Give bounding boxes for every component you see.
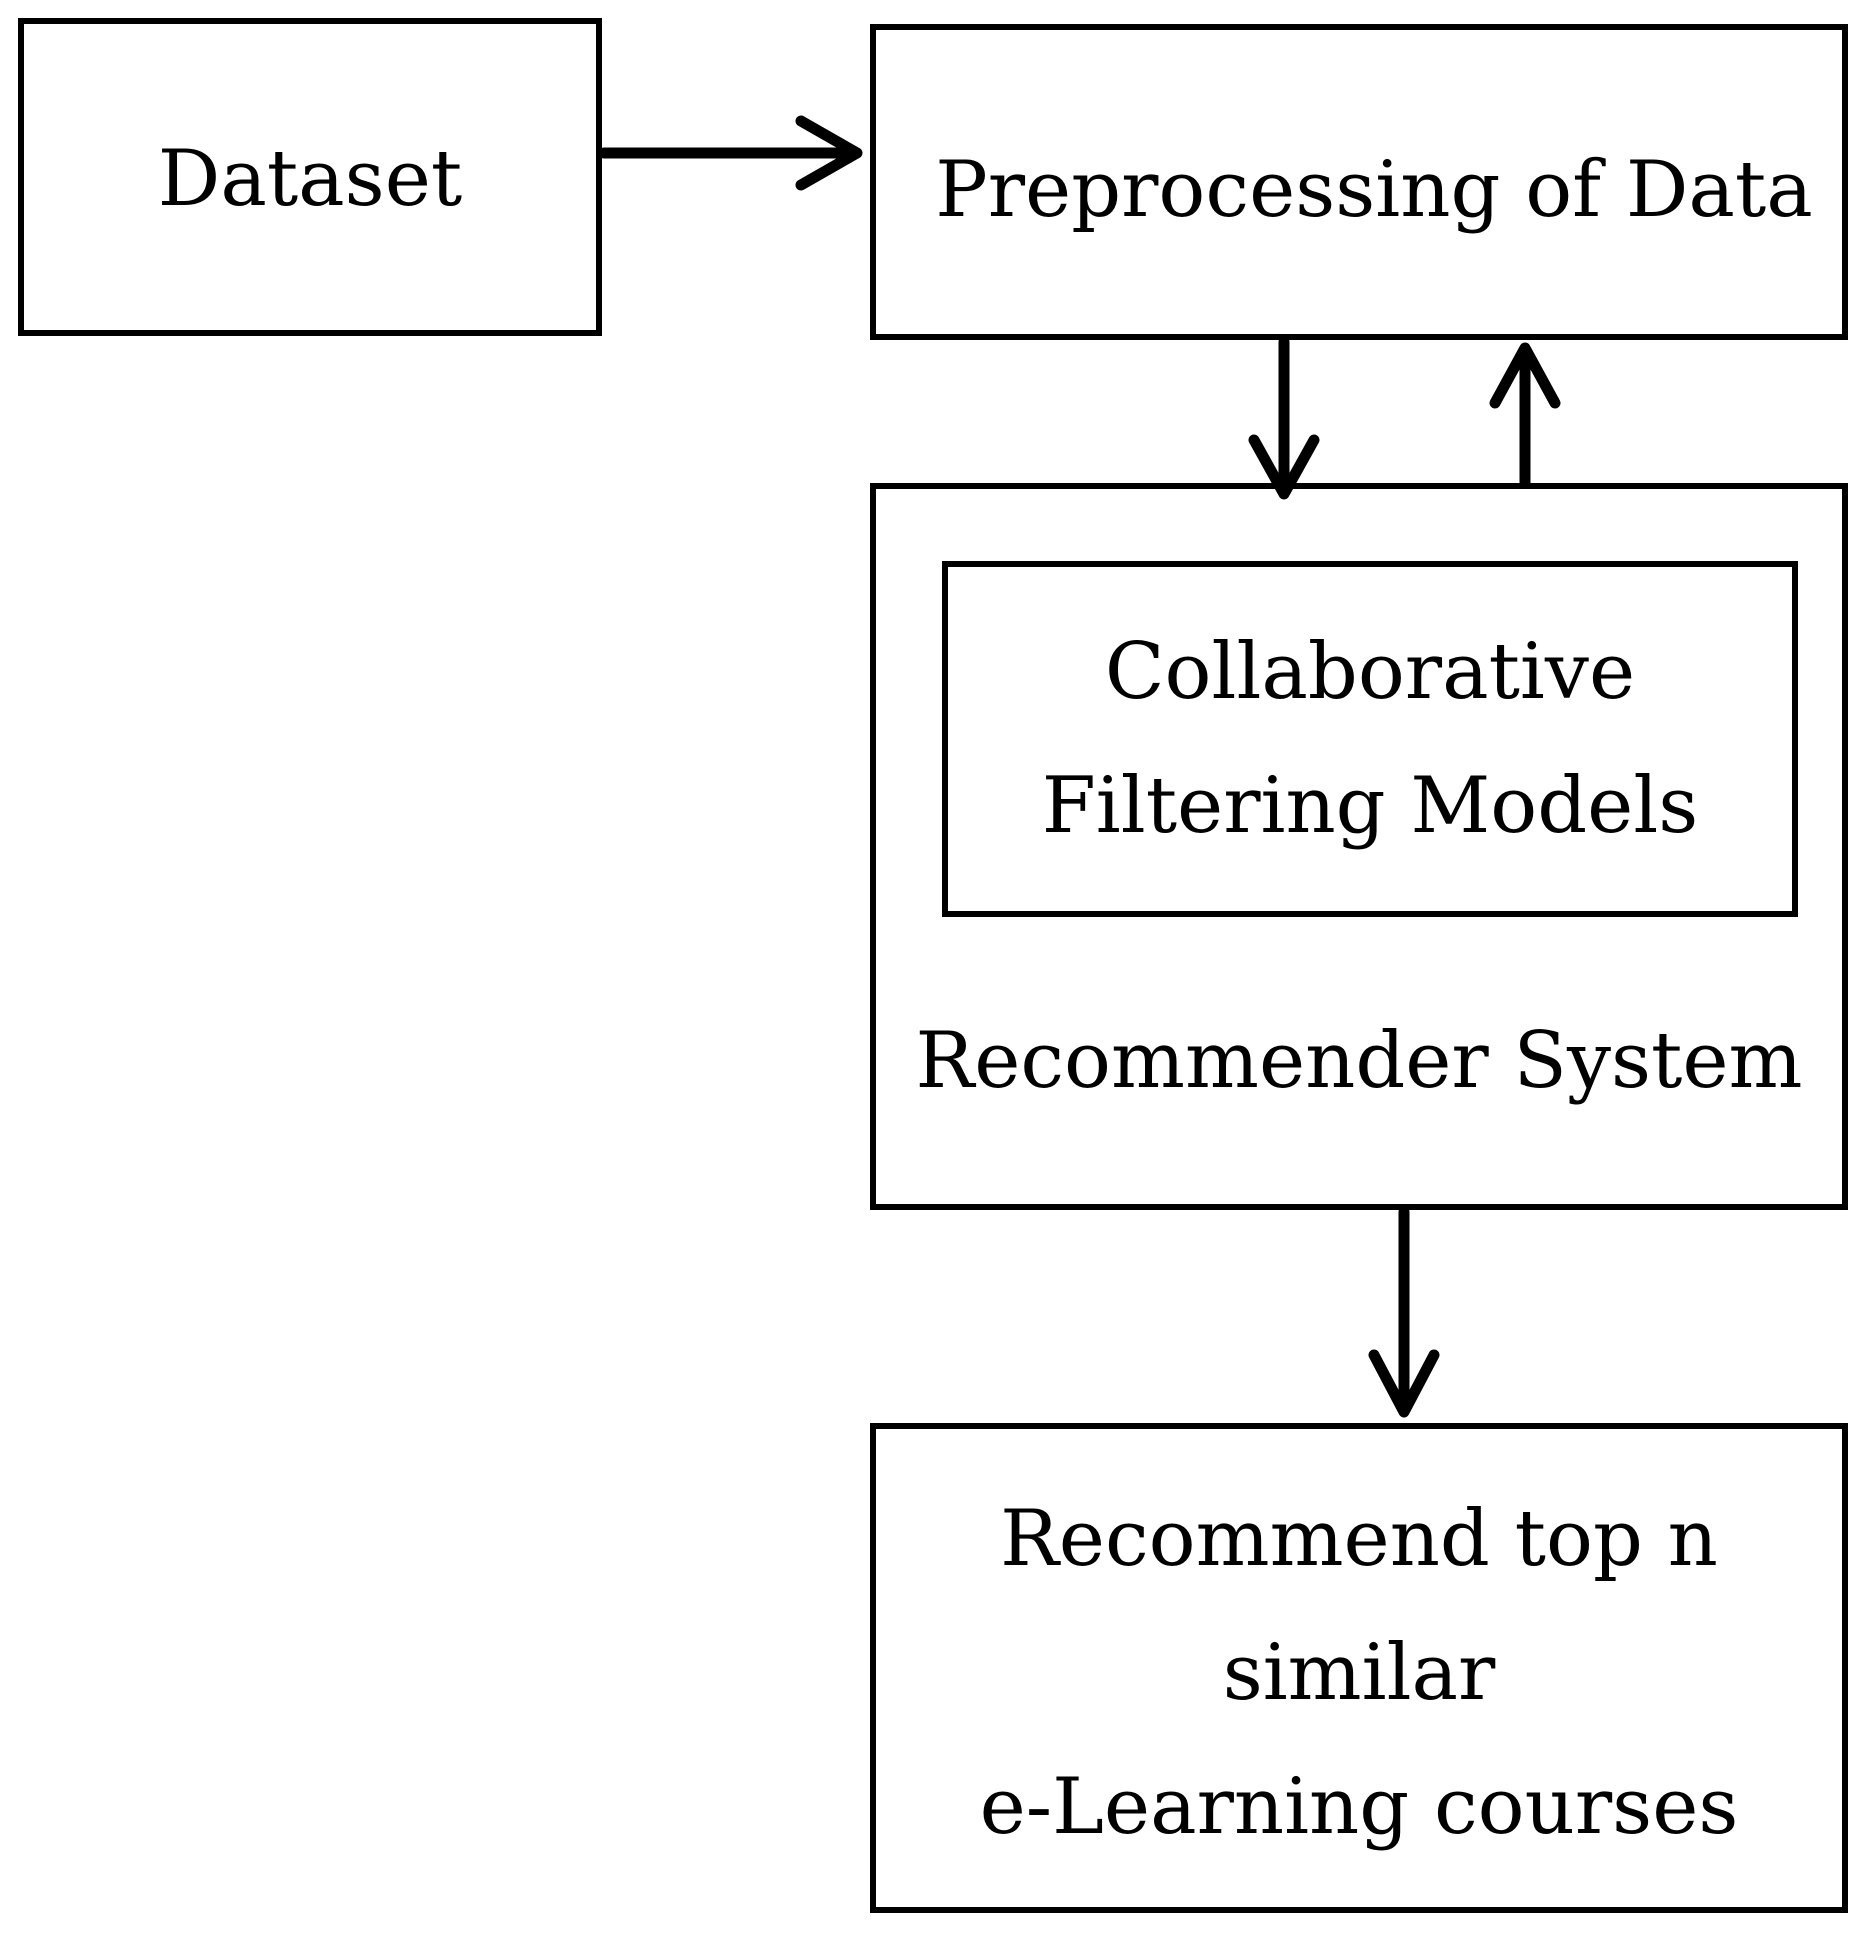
- arrow-recommender-to-preprocessing: [1489, 342, 1561, 489]
- arrow-preprocessing-to-recommender: [1248, 336, 1320, 500]
- cf-models-line-2: Filtering Models: [1041, 761, 1699, 851]
- output-line-2: similar: [1222, 1628, 1496, 1718]
- recommendation-output-box: Recommend top n similar e-Learning cours…: [870, 1423, 1848, 1913]
- arrow-recommender-to-output: [1368, 1206, 1440, 1418]
- recommender-system-label: Recommender System: [915, 1016, 1803, 1106]
- recommender-system-box: Collaborative Filtering Models Recommend…: [870, 483, 1848, 1210]
- dataset-label: Dataset: [157, 134, 463, 224]
- cf-models-box: Collaborative Filtering Models: [942, 561, 1798, 917]
- preprocessing-box: Preprocessing of Data: [870, 24, 1848, 340]
- preprocessing-label: Preprocessing of Data: [935, 145, 1813, 235]
- cf-models-line-1: Collaborative: [1104, 627, 1636, 717]
- output-line-3: e-Learning courses: [979, 1762, 1739, 1852]
- dataset-box: Dataset: [18, 18, 602, 336]
- arrow-dataset-to-preprocessing: [598, 115, 863, 191]
- output-line-1: Recommend top n: [1000, 1494, 1718, 1584]
